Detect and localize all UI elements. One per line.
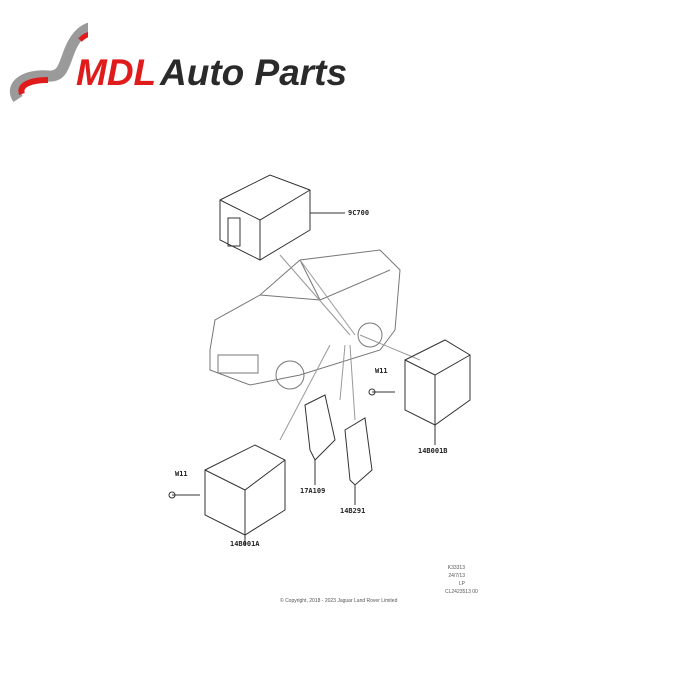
- ref-code: K33313: [447, 565, 465, 571]
- ref-code: LP: [458, 581, 465, 587]
- vehicle-drawing: [209, 249, 401, 390]
- ref-code: CL2423513 00: [445, 589, 478, 595]
- part-label-top-module: 9C700: [348, 209, 370, 217]
- bracket-drawing: [304, 394, 336, 485]
- brand-name-dark: Auto Parts: [160, 52, 348, 93]
- parts-diagram: 9C700 14B001B W11 14B001A W11 17A109 14B…: [150, 160, 490, 560]
- infinity-swoosh-icon: [10, 22, 88, 103]
- copyright-text: © Copyright, 2018 - 2023 Jaguar Land Rov…: [280, 598, 398, 604]
- part-label-right-module: 14B001B: [418, 447, 448, 455]
- brand-name-red: MDL: [76, 52, 157, 93]
- right-module-drawing: [368, 339, 471, 445]
- part-label-center-module: 14B291: [340, 507, 366, 515]
- left-module-drawing: [168, 444, 286, 545]
- part-label-left-screw: W11: [175, 470, 188, 478]
- part-label-bracket: 17A109: [300, 487, 326, 495]
- center-module-drawing: [344, 417, 373, 505]
- ref-code: 24/7/13: [448, 573, 465, 579]
- part-label-right-screw: W11: [375, 367, 388, 375]
- part-label-left-module: 14B001A: [230, 540, 260, 548]
- parts-drawing: [168, 174, 471, 545]
- reference-codes: K33313 24/7/13 LP CL2423513 00: [445, 564, 478, 596]
- brand-logo: MDL Auto Parts: [8, 14, 358, 114]
- top-module-drawing: [219, 174, 311, 261]
